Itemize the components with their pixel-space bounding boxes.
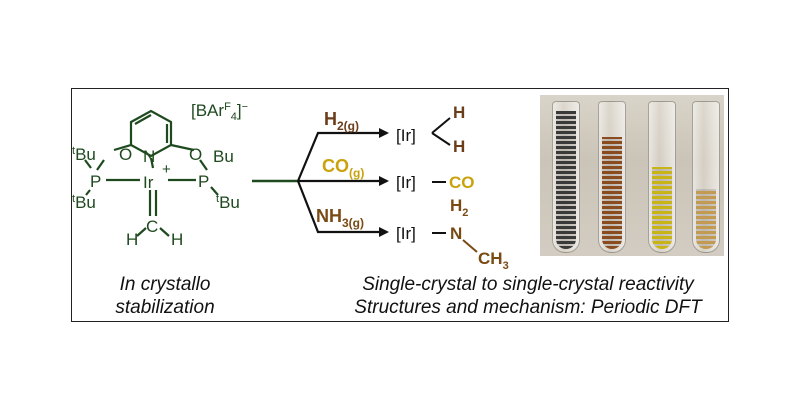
product-nh3-h2: H2 (450, 196, 468, 219)
product-co-ligand: CO (449, 173, 475, 192)
product-h2-bonds (431, 117, 451, 146)
label-o-right: O (189, 145, 202, 164)
arrow-h2 (296, 128, 389, 182)
label-tbu-bottom-right: tBu (216, 193, 240, 212)
caption-left-line1: In crystallo (120, 274, 211, 295)
pincer-complex (84, 109, 219, 237)
counterion-label: [BArF4]− (191, 101, 248, 123)
label-h-right: H (171, 230, 183, 249)
label-tbu-top-right: Bu (213, 147, 234, 166)
caption-left-line2: stabilization (115, 297, 214, 318)
label-c: C (146, 217, 158, 236)
product-h2-metal: [Ir] (396, 126, 416, 145)
caption-right-line2: Structures and mechanism: Periodic DFT (354, 297, 703, 318)
label-tbu-top-left: tBu (72, 145, 96, 164)
product-co-metal: [Ir] (396, 173, 416, 192)
label-n: N (143, 147, 155, 166)
product-nh3-n: N (450, 224, 462, 243)
reagent-h2: H2(g) (324, 109, 359, 133)
label-ir: Ir (143, 173, 154, 192)
product-h2-atom-1: H (453, 103, 465, 122)
product-nh3-ch3: CH3 (478, 249, 509, 272)
reagent-nh3: NH3(g) (316, 206, 364, 230)
tube-1 (552, 101, 580, 253)
label-h-left: H (126, 230, 138, 249)
arrow-nh3 (296, 180, 389, 237)
caption-right-line1: Single-crystal to single-crystal reactiv… (362, 274, 695, 295)
label-o-left: O (119, 145, 132, 164)
figure-frame (71, 88, 729, 322)
label-p-right: P (198, 172, 209, 191)
label-charge: + (162, 161, 171, 178)
crystal-tubes-photo (540, 95, 724, 256)
label-p-left: P (90, 172, 101, 191)
product-h2-atom-2: H (453, 137, 465, 156)
reagent-co: CO(g) (322, 156, 364, 180)
tube-2 (598, 101, 626, 253)
product-nh3-metal: [Ir] (396, 224, 416, 243)
label-tbu-bottom-left: tBu (72, 193, 96, 212)
tube-4 (692, 101, 720, 253)
tube-3 (648, 101, 676, 253)
